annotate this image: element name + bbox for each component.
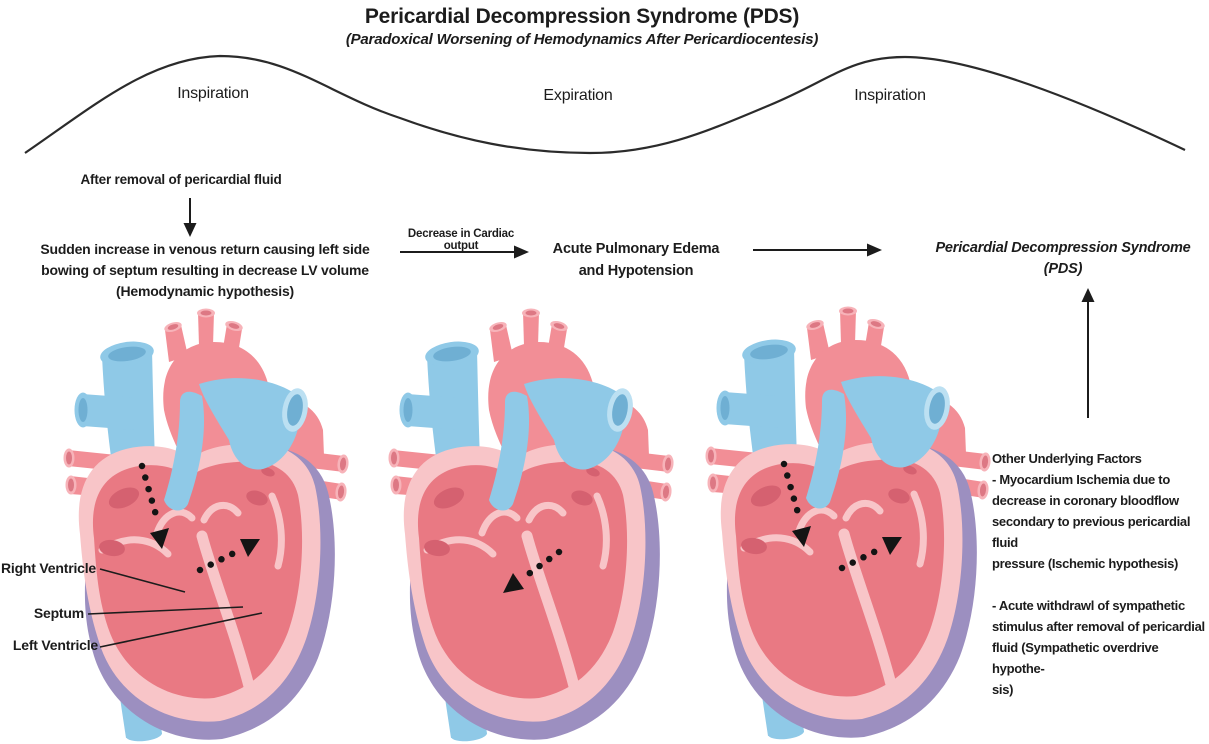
label-septum: Septum <box>33 605 84 621</box>
pulmonary-edema-text: Acute Pulmonary Edema and Hypotension <box>552 241 720 279</box>
pds-outcome-text: Pericardial Decompression Syndrome (PDS) <box>935 240 1191 277</box>
label-right-ventricle: Right Ventricle <box>0 560 96 576</box>
wave-label-expiration: Expiration <box>543 87 613 104</box>
trigger-text: After removal of pericardial fluid <box>80 172 282 187</box>
other-factors-block: Other Underlying Factors - Myocardium Is… <box>992 448 1209 700</box>
contributing-factors-up-arrow <box>1081 288 1095 418</box>
heart-illustration-expiration-middle <box>377 298 677 744</box>
heart-illustration-inspiration-left <box>52 298 352 744</box>
heart-illustration-inspiration-right <box>694 296 994 743</box>
trigger-down-arrow <box>183 198 197 237</box>
diagram-subtitle: (Paradoxical Worsening of Hemodynamics A… <box>345 31 819 48</box>
diagram-title: Pericardial Decompression Syndrome (PDS) <box>364 5 800 28</box>
ischemic-hypothesis-text: - Myocardium Ischemia due to decrease in… <box>992 472 1191 571</box>
label-left-ventricle: Left Ventricle <box>12 637 98 653</box>
hemodynamic-hypothesis-text: Sudden increase in venous return causing… <box>40 241 370 299</box>
other-factors-heading: Other Underlying Factors <box>992 451 1142 466</box>
wave-label-inspiration-1: Inspiration <box>177 85 249 102</box>
decrease-cardiac-output-label: Decrease in Cardiac output <box>407 228 515 252</box>
sympathetic-hypothesis-text: - Acute withdrawl of sympathetic stimulu… <box>992 598 1205 697</box>
wave-label-inspiration-2: Inspiration <box>854 87 926 104</box>
progression-arrow <box>753 243 882 257</box>
